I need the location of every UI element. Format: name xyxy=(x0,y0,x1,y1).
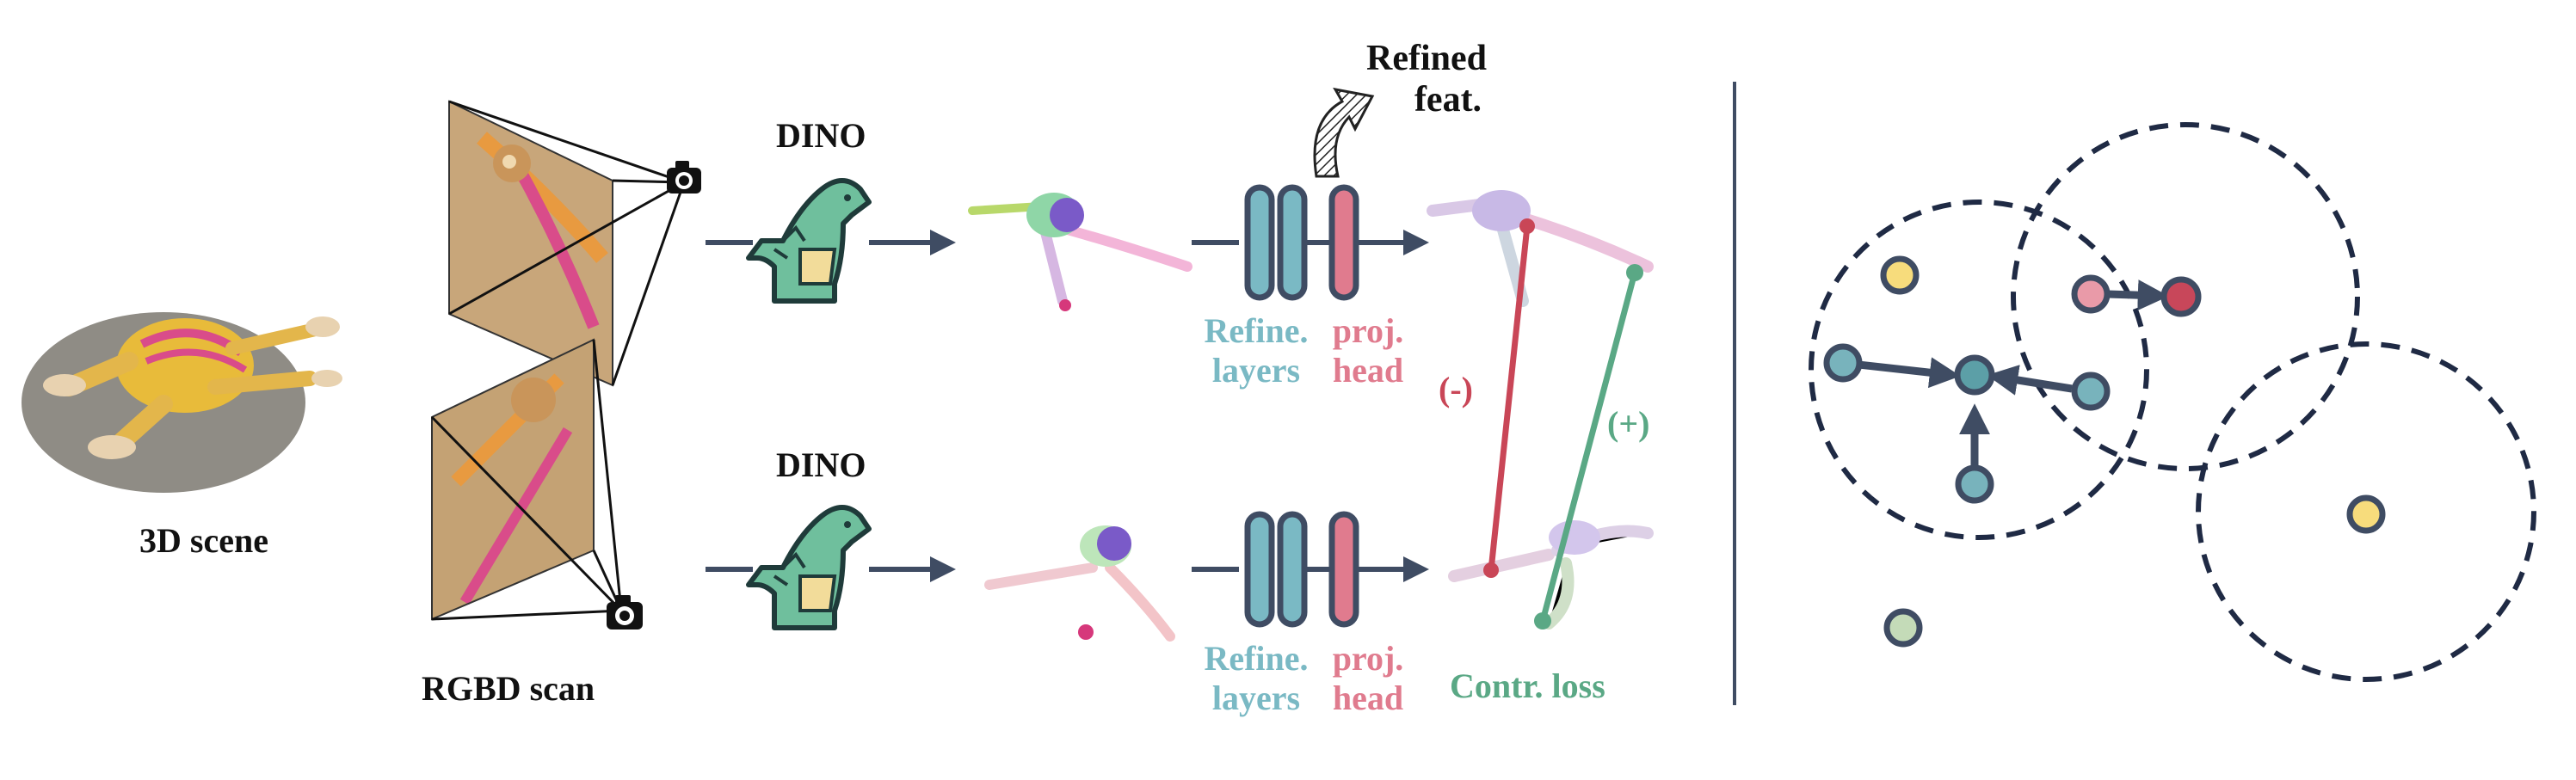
point-anchor xyxy=(1954,354,1995,396)
dino-feature-cloud-top xyxy=(968,193,1192,311)
negative-pair-line xyxy=(1488,225,1531,571)
attract-arrow xyxy=(2107,279,2169,311)
dino-icon xyxy=(746,178,872,304)
label-proj-line1: proj. xyxy=(1332,639,1404,678)
label-rgbd-scan: RGBD scan xyxy=(422,669,595,708)
point-yellow xyxy=(1880,255,1920,295)
label-proj-head-top: proj. head xyxy=(1321,311,1415,390)
point-yellow xyxy=(2346,494,2386,534)
label-dino-bottom: DINO xyxy=(776,445,866,484)
proj-head-block-bottom xyxy=(1328,511,1359,628)
label-proj-line2: head xyxy=(1332,679,1404,717)
label-3d-scene: 3D scene xyxy=(139,521,268,560)
refined-feature-cloud-top xyxy=(1427,190,1654,307)
dino-icon xyxy=(746,505,872,630)
label-dino-top: DINO xyxy=(776,116,866,155)
label-refine-line1: Refine. xyxy=(1204,639,1309,678)
neighborhood-circle xyxy=(2196,341,2536,682)
point-teal xyxy=(1955,464,1994,504)
label-proj-line1: proj. xyxy=(1332,311,1404,350)
refine-layers-block-top xyxy=(1244,184,1308,301)
point-pink xyxy=(2071,274,2111,314)
label-proj-line2: head xyxy=(1332,351,1404,390)
camera-icon xyxy=(607,595,643,630)
positive-point xyxy=(1534,612,1551,630)
rgbd-scan-top xyxy=(448,100,686,387)
refined-feature-cloud-bottom xyxy=(1448,520,1654,630)
positive-pair-line xyxy=(1539,272,1638,622)
camera-icon xyxy=(667,161,701,193)
neighborhood-circle xyxy=(1809,200,2149,540)
label-refine-line1: Refine. xyxy=(1204,311,1309,350)
negative-point xyxy=(1519,218,1535,234)
attract-arrow xyxy=(1987,365,2073,396)
point-teal xyxy=(2071,372,2111,411)
point-sage xyxy=(1883,608,1923,648)
3d-scene-illustration xyxy=(22,312,342,493)
label-refined-line2: feat. xyxy=(1414,80,1482,120)
negative-point xyxy=(1483,562,1499,578)
refine-layers-block-bottom xyxy=(1244,511,1308,628)
label-refine-layers-bottom: Refine. layers xyxy=(1187,639,1325,718)
label-refine-line2: layers xyxy=(1211,351,1301,390)
point-red xyxy=(2160,276,2202,317)
refine-arrow-icon xyxy=(1313,87,1375,178)
label-refine-layers-top: Refine. layers xyxy=(1187,311,1325,390)
label-positive: (+) xyxy=(1607,404,1650,443)
neighborhood-illustration xyxy=(1809,122,2536,682)
label-proj-head-bottom: proj. head xyxy=(1321,639,1415,718)
dino-feature-cloud-bottom xyxy=(984,525,1175,642)
label-contrastive-loss: Contr. loss xyxy=(1450,666,1605,705)
point-teal xyxy=(1823,343,1863,383)
neighborhood-circle xyxy=(2011,122,2360,471)
label-negative: (-) xyxy=(1439,370,1473,408)
rgbd-scan-bottom xyxy=(430,338,623,621)
label-refined-feat: Refined feat. xyxy=(1349,38,1504,121)
positive-point xyxy=(1626,264,1643,281)
proj-head-block-top xyxy=(1328,184,1359,301)
label-refined-line1: Refined xyxy=(1366,39,1487,78)
label-refine-line2: layers xyxy=(1211,679,1301,717)
